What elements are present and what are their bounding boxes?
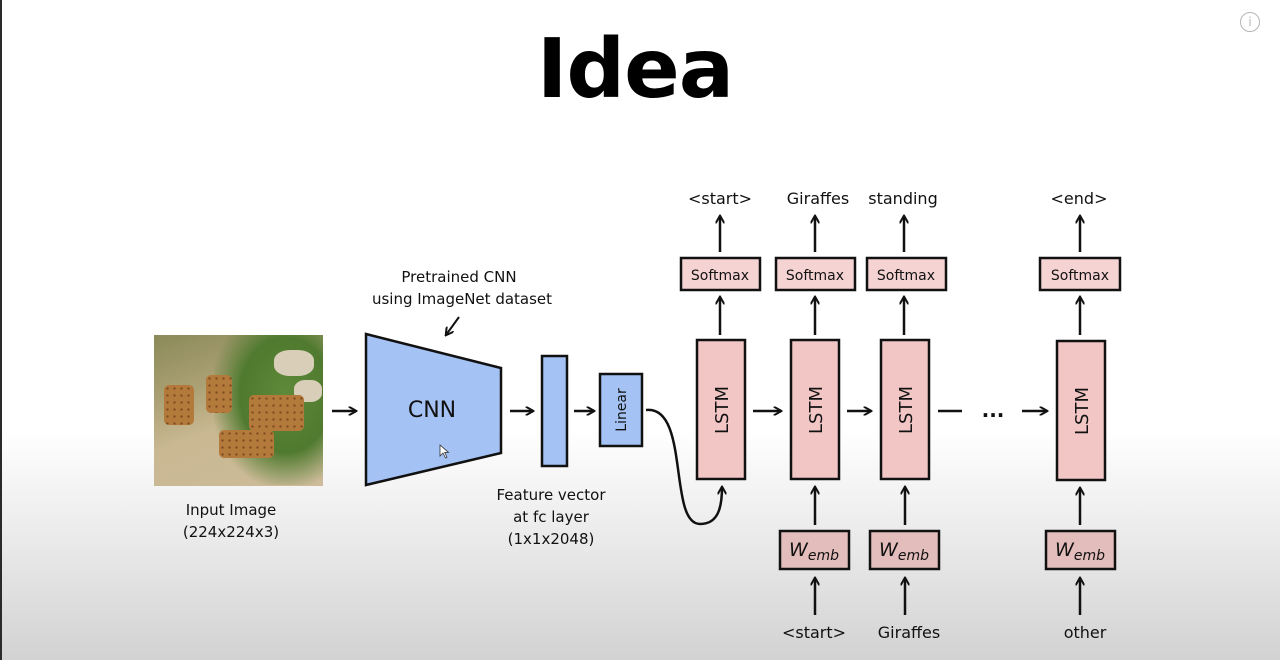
softmax-block-2 (774, 256, 857, 292)
output-word-3: standing (868, 189, 937, 208)
cnn-note-line1: Pretrained CNN (401, 268, 516, 286)
wemb-block-1 (778, 529, 851, 571)
softmax-block-1 (679, 256, 762, 292)
lstm-label-3: LSTM (896, 386, 917, 434)
lstm-block-4 (1055, 339, 1107, 482)
input-image-size-label: (224x224x3) (183, 523, 279, 541)
lstm-block-2 (789, 338, 841, 481)
input-image-label: Input Image (186, 501, 277, 519)
cnn-block (364, 332, 503, 487)
softmax-label-3: Softmax (877, 268, 935, 284)
lstm-label-1: LSTM (712, 386, 733, 434)
output-word-4: <end> (1051, 189, 1108, 208)
input-word-3: other (1064, 623, 1107, 642)
lstm-label-4: LSTM (1072, 387, 1093, 435)
cnn-note-line2: using ImageNet dataset (372, 290, 552, 308)
wemb-label-3: Wemb (1055, 539, 1105, 564)
feature-vector-block (540, 354, 569, 468)
mouse-cursor (439, 444, 450, 459)
softmax-block-4 (1038, 256, 1122, 292)
info-icon[interactable]: i (1240, 12, 1260, 32)
cnn-label: CNN (408, 398, 456, 423)
linear-block (598, 372, 644, 448)
lstm-label-2: LSTM (806, 386, 827, 434)
arrow-linear-to-lstm (645, 408, 722, 526)
softmax-label-2: Softmax (786, 268, 844, 284)
ellipsis: ... (982, 398, 1005, 422)
input-word-1: <start> (782, 623, 846, 642)
wemb-block-3 (1044, 529, 1117, 571)
slide-title: Idea (536, 22, 734, 117)
input-word-2: Giraffes (878, 623, 940, 642)
linear-label: Linear (614, 388, 630, 432)
lstm-block-1 (695, 338, 747, 481)
slide-left-border (0, 0, 2, 660)
feature-label-line1: Feature vector (496, 486, 606, 504)
output-word-1: <start> (688, 189, 752, 208)
wemb-block-2 (868, 529, 941, 571)
input-image-giraffes (154, 335, 323, 486)
wemb-label-2: Wemb (879, 539, 929, 564)
feature-label-line2: at fc layer (513, 508, 590, 526)
softmax-label-4: Softmax (1051, 268, 1109, 284)
softmax-label-1: Softmax (691, 268, 749, 284)
feature-label-line3: (1x1x2048) (508, 530, 595, 548)
arrow-note-to-cnn (446, 316, 460, 335)
lstm-block-3 (879, 338, 931, 481)
output-word-2: Giraffes (787, 189, 849, 208)
wemb-label-1: Wemb (789, 539, 839, 564)
softmax-block-3 (865, 256, 948, 292)
